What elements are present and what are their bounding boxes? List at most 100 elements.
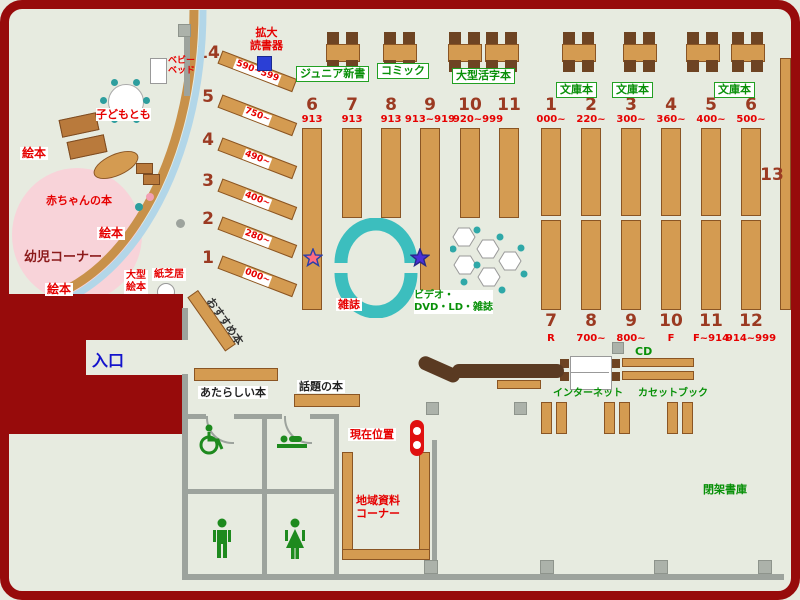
kids-cushion-pink (146, 193, 154, 201)
video-l1: ビデオ・ (414, 290, 454, 301)
wall (310, 414, 338, 419)
table (686, 44, 720, 62)
chair (560, 372, 569, 381)
local-l2: コーナー (356, 507, 400, 520)
wall (188, 414, 206, 419)
chair (611, 359, 620, 368)
baby-changing-icon (277, 435, 307, 448)
magnifier-device-icon (257, 56, 272, 71)
chair (706, 60, 718, 72)
topic-books-label: 話題の本 (297, 380, 345, 393)
kids-chair-dot (100, 97, 107, 104)
entrance-label: 入口 (92, 351, 125, 370)
reading-table-unit (485, 32, 519, 72)
table (562, 44, 596, 62)
reading-table-unit (686, 32, 720, 72)
wall (262, 419, 267, 489)
large-picture-l1: 大型 (126, 270, 146, 281)
chair (563, 32, 575, 44)
shelf-number: 4 (202, 130, 214, 150)
bookshelf (420, 128, 440, 310)
junior-books-label: ジュニア新書 (296, 66, 370, 82)
shelf-number: 11 (497, 95, 521, 115)
wall (234, 414, 282, 419)
chair (560, 359, 569, 368)
baby-bed-label-l1: ベビー (168, 56, 196, 66)
shelf-number: 13 (760, 165, 784, 185)
chair (732, 60, 744, 72)
wall (334, 414, 339, 578)
chair (346, 32, 358, 44)
cd-label: CD (635, 345, 653, 358)
shelf-range: 000~ (241, 266, 273, 288)
cd-shelf (622, 358, 694, 367)
video-dvd-label: ビデオ・DVD・LD・雑誌 (414, 290, 494, 314)
magnifier-l2: 読書器 (250, 39, 283, 52)
bookshelf (741, 220, 761, 310)
bookshelf (604, 402, 615, 434)
chair (732, 32, 744, 44)
shelf-range: 000~ (536, 114, 566, 125)
pillar (514, 402, 527, 415)
shelf-number: 5 (202, 87, 214, 107)
shelf-number: 11 (699, 311, 723, 331)
chair (687, 32, 699, 44)
shelf-range: 400~ (241, 189, 273, 211)
shelf-number: 8 (385, 95, 397, 115)
shelf-range: 913~919 (404, 114, 456, 125)
shelf-range: 700~ (576, 333, 606, 344)
shelf-number: 6 (745, 95, 757, 115)
reading-table-unit (448, 32, 482, 72)
bookshelf (460, 128, 480, 218)
equipment-box (612, 342, 624, 354)
shelf-range: 400~ (696, 114, 726, 125)
comic-label: コミック (377, 63, 429, 79)
baby-bed (150, 58, 167, 84)
local-materials-shelf (419, 452, 430, 560)
internet-desk (570, 356, 612, 390)
local-materials-shelf (342, 549, 430, 560)
shelf-number: 5 (705, 95, 717, 115)
bookshelf (661, 220, 681, 310)
shelf-number: 2 (202, 209, 214, 229)
bookshelf (342, 128, 362, 218)
service-desk (452, 364, 564, 378)
kids-step (136, 163, 153, 174)
reading-table-unit (623, 32, 657, 72)
new-books-shelf (194, 368, 278, 381)
shelf-range: 750~ (241, 105, 273, 127)
bookshelf (581, 128, 601, 216)
wall (186, 574, 784, 580)
bookshelf (619, 402, 630, 434)
shelf-range: 913 (301, 114, 323, 125)
kids-chair-dot (143, 97, 150, 104)
large-print-label: 大型活字本 (452, 68, 515, 84)
desk-divider (571, 372, 609, 373)
internet-label: インターネット (553, 388, 623, 399)
marker-dot (413, 427, 421, 435)
star-marker-blue-icon (410, 248, 430, 268)
picture-books-label: 絵本 (45, 282, 74, 296)
shelf-number: 12 (739, 311, 763, 331)
video-l2: DVD・LD・雑誌 (414, 302, 494, 313)
bookshelf (541, 402, 552, 434)
shelf-range: 280~ (241, 227, 273, 249)
bunko-label: 文庫本 (612, 82, 653, 98)
shelf-number: 3 (202, 171, 214, 191)
shelf-number: 9 (424, 95, 436, 115)
chair (449, 32, 461, 44)
toddler-corner-label: 幼児コーナー (24, 250, 103, 265)
bookshelf (621, 220, 641, 310)
bookshelf (701, 128, 721, 216)
baby-bed-label: ベビーベッド (168, 56, 195, 76)
picture-books-label: 絵本 (20, 146, 49, 160)
bookshelf (780, 58, 791, 310)
shelf-range: 920~999 (452, 114, 504, 125)
pillar (654, 560, 668, 574)
bookshelf (556, 402, 567, 434)
closed-stacks-label: 閉架書庫 (703, 483, 747, 496)
chair (751, 60, 763, 72)
chair (384, 32, 396, 44)
table (383, 44, 417, 62)
